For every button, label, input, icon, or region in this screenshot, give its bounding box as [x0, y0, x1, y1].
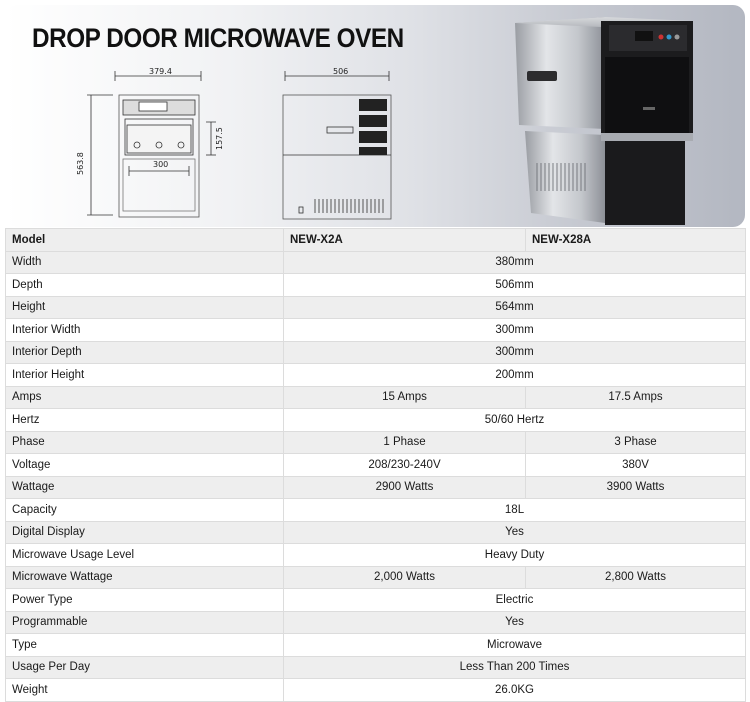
front-side-dim: 157.5	[215, 127, 223, 150]
row-value: 564mm	[283, 295, 746, 319]
side-view-drawing: 506	[282, 67, 392, 220]
row-label: Microwave Wattage	[5, 565, 284, 589]
header-model: Model	[5, 228, 284, 252]
front-inner-width-dim: 300	[153, 160, 168, 169]
row-value: Heavy Duty	[283, 543, 746, 567]
row-value-model-b: 17.5 Amps	[525, 385, 746, 409]
row-label: Type	[5, 633, 284, 657]
row-value-model-b: 2,800 Watts	[525, 565, 746, 589]
product-photo	[515, 17, 693, 225]
row-value: Less Than 200 Times	[283, 655, 746, 679]
row-value: Microwave	[283, 633, 746, 657]
row-value-model-b: 380V	[525, 453, 746, 477]
row-value: 300mm	[283, 340, 746, 364]
row-label: Depth	[5, 273, 284, 297]
page-title: DROP DOOR MICROWAVE OVEN	[32, 23, 404, 53]
row-value: 506mm	[283, 273, 746, 297]
row-value: 50/60 Hertz	[283, 408, 746, 432]
row-value-model-a: 2900 Watts	[283, 475, 526, 499]
header-model-b: NEW-X28A	[525, 228, 746, 252]
row-value: 300mm	[283, 318, 746, 342]
row-value-model-b: 3900 Watts	[525, 475, 746, 499]
row-value-model-a: 15 Amps	[283, 385, 526, 409]
row-label: Usage Per Day	[5, 655, 284, 679]
row-value: 380mm	[283, 250, 746, 274]
row-label: Height	[5, 295, 284, 319]
product-banner: DROP DOOR MICROWAVE OVEN 379.4 563.8 157…	[5, 5, 745, 227]
front-width-dim: 379.4	[149, 67, 172, 76]
row-label: Programmable	[5, 610, 284, 634]
row-value: Yes	[283, 520, 746, 544]
row-label: Capacity	[5, 498, 284, 522]
row-value-model-a: 208/230-240V	[283, 453, 526, 477]
row-label: Weight	[5, 678, 284, 702]
row-label: Power Type	[5, 588, 284, 612]
row-value-model-a: 2,000 Watts	[283, 565, 526, 589]
row-value: Yes	[283, 610, 746, 634]
front-height-dim: 563.8	[76, 152, 85, 175]
row-label: Phase	[5, 430, 284, 454]
table-header-row: Model NEW-X2A NEW-X28A	[5, 228, 746, 252]
row-label: Width	[5, 250, 284, 274]
row-label: Microwave Usage Level	[5, 543, 284, 567]
row-label: Interior Width	[5, 318, 284, 342]
row-value: 200mm	[283, 363, 746, 387]
row-label: Voltage	[5, 453, 284, 477]
row-value-model-a: 1 Phase	[283, 430, 526, 454]
row-value: 18L	[283, 498, 746, 522]
row-value-model-b: 3 Phase	[525, 430, 746, 454]
row-label: Interior Height	[5, 363, 284, 387]
side-width-dim: 506	[333, 67, 348, 76]
row-label: Digital Display	[5, 520, 284, 544]
row-label: Interior Depth	[5, 340, 284, 364]
row-value: Electric	[283, 588, 746, 612]
row-label: Amps	[5, 385, 284, 409]
row-value: 26.0KG	[283, 678, 746, 702]
front-view-drawing: 379.4 563.8 157.5 300	[76, 67, 223, 218]
row-label: Hertz	[5, 408, 284, 432]
header-model-a: NEW-X2A	[283, 228, 526, 252]
row-label: Wattage	[5, 475, 284, 499]
